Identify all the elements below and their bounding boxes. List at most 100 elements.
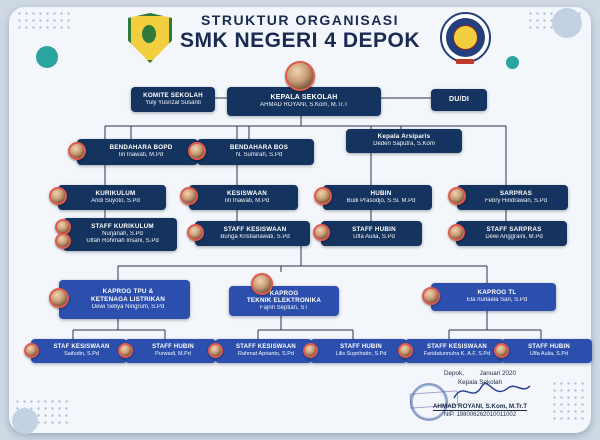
node-name: Nurjanah, S.Pd <box>102 231 143 238</box>
school-logo-ribbon <box>456 59 474 64</box>
node-title: STAFF HUBIN <box>340 343 382 350</box>
photo-kurikulum <box>49 187 67 205</box>
photo-sarpras <box>448 187 466 205</box>
west-java-logo-core <box>142 25 156 43</box>
node-title: DU/DI <box>448 95 470 103</box>
photo-kepala-sekolah <box>285 61 315 91</box>
node-name: Bunga Kristianawati, S.Pd <box>220 233 290 240</box>
node-title: Kepala Arsiparis <box>377 133 431 141</box>
org-node-kepala-arsiparis: Kepala Arsiparis Deden Saputra, S.Kom <box>346 129 462 153</box>
node-name: Saifudin, S.Pd <box>64 351 99 358</box>
node-name: Iin Inawati, M.Pd <box>224 197 270 204</box>
org-node-staff-hubin-elektronika: STAFF HUBIN Lilis Suprihatin, S.Pd <box>303 339 407 363</box>
signature-place-date: Depok, Januari 2020 <box>443 370 517 377</box>
photo-kaprog-elektronika <box>251 273 273 295</box>
photo-staff-hubin-tpu <box>118 343 133 358</box>
photo-staff-sarpras <box>448 224 465 241</box>
node-title: BENDAHARA BOPD <box>109 144 173 152</box>
org-node-staff-kesiswaan-tpu: STAF KESISWAAN Saifudin, S.Pd <box>24 339 127 363</box>
signature-name: AHMAD ROYANI, S.Kom, M.Tr.T <box>432 403 528 411</box>
header: STRUKTUR ORGANISASI SMK NEGERI 4 DEPOK <box>0 12 600 53</box>
node-name: AHMAD ROYANI, S.Kom, M.Tr.T <box>260 102 348 109</box>
node-name: Purwadi, M.Pd <box>155 351 191 358</box>
node-title: HUBIN <box>370 189 392 197</box>
node-title: STAFF KESISWAAN <box>427 343 487 350</box>
photo-bendahara-bopd <box>68 142 86 160</box>
node-title: BENDAHARA BOS <box>229 144 289 152</box>
org-node-kepala-sekolah: KEPALA SEKOLAH AHMAD ROYANI, S.Kom, M.Tr… <box>227 61 381 116</box>
org-node-dudi: DU/DI <box>431 89 487 111</box>
node-name: Dewi Anggraini, M.Pd <box>485 233 543 240</box>
teal-circle-left <box>36 46 58 68</box>
photo-staff-kurikulum-2 <box>55 233 71 249</box>
signature-scribble <box>453 383 531 399</box>
org-node-kurikulum: KURIKULUM Andi Suyoto, S.Pd <box>49 185 166 210</box>
node-name: Budi Prasodjo, S.Si. M.Pd <box>346 197 416 204</box>
node-title: STAFF HUBIN <box>528 343 570 350</box>
photo-staff-kesiswaan-tl <box>398 343 413 358</box>
node-name: Iin Inawati, M.Pd <box>118 152 164 159</box>
page-title-main: SMK NEGERI 4 DEPOK <box>179 29 421 52</box>
photo-staff-kesiswaan <box>187 224 204 241</box>
node-title: KESISWAAN <box>227 189 267 197</box>
signature-block: Depok, Januari 2020 Kepala Sekolah AHMAD… <box>409 370 550 426</box>
node-title: STAF KESISWAAN <box>53 343 110 350</box>
node-title: STAFF SARPRAS <box>486 225 542 233</box>
dots-top-left <box>16 10 74 32</box>
node-name: N. Sumirah, S.Pd <box>235 152 283 159</box>
soft-circle-top-right <box>552 8 582 38</box>
org-node-bendahara-bopd: BENDAHARA BOPD Iin Inawati, M.Pd <box>68 139 198 165</box>
org-node-staff-hubin: STAFF HUBIN Ulfa Aulia, S.Pd <box>313 221 422 246</box>
org-node-staff-kurikulum: STAFF KURIKULUM Nurjanah, S.Pd Ulfah Roh… <box>55 218 177 251</box>
node-name: Deden Saputra, S.Kom <box>373 141 435 148</box>
node-name: Ulfa Aulia, S.Pd <box>353 233 395 240</box>
node-name: Febry Hindrawan, S.Pd <box>484 197 548 204</box>
node-name: Rahmat Aprianto, S.Pd <box>238 351 294 358</box>
photo-hubin <box>314 187 332 205</box>
node-title: KAPROG TL <box>477 289 517 297</box>
signature-role: Kepala Sekolah <box>457 379 503 386</box>
node-name: Andi Suyoto, S.Pd <box>91 197 140 204</box>
node-title-2: KETENAGA LISTRIKAN <box>90 295 166 303</box>
dots-bottom-right <box>551 380 587 424</box>
org-node-bendahara-bos: BENDAHARA BOS N. Sumirah, S.Pd <box>188 139 314 165</box>
node-name: Lilis Suprihatin, S.Pd <box>335 351 387 358</box>
soft-circle-bottom-left <box>12 408 38 434</box>
photo-bendahara-bos <box>188 142 206 160</box>
teal-circle-right <box>506 56 519 69</box>
node-title: KAPROG TPU & <box>102 288 154 296</box>
node-title: KAPROG <box>269 289 299 297</box>
node-title: STAFF HUBIN <box>352 225 396 233</box>
org-node-hubin: HUBIN Budi Prasodjo, S.Si. M.Pd <box>314 185 432 210</box>
node-title: STAFF KURIKULUM <box>91 223 154 231</box>
photo-staff-hubin-elektronika <box>303 343 318 358</box>
node-name: Faridatunnuha K. A.F, S.Pd <box>423 351 491 358</box>
org-node-staff-sarpras: STAFF SARPRAS Dewi Anggraini, M.Pd <box>448 221 567 246</box>
photo-kaprog-tl <box>422 287 440 305</box>
org-node-kesiswaan: KESISWAAN Iin Inawati, M.Pd <box>180 185 298 210</box>
node-name: Yuly Yusrizal Susanti <box>145 99 201 106</box>
photo-staff-kesiswaan-tpu <box>24 343 39 358</box>
node-name: Fajrin Septian, ST <box>259 305 309 312</box>
org-node-kaprog-tl: KAPROG TL Ela nurlaela Sari, S.Pd <box>422 283 556 311</box>
org-node-kaprog-elektronika: KAPROG TEKNIK ELEKTRONIKA Fajrin Septian… <box>229 273 339 316</box>
node-title: SARPRAS <box>499 189 533 197</box>
node-title: KURIKULUM <box>95 189 136 197</box>
photo-staff-hubin-tl <box>494 343 509 358</box>
school-logo <box>440 12 491 64</box>
node-title: STAFF KESISWAAN <box>223 225 287 233</box>
org-node-sarpras: SARPRAS Febry Hindrawan, S.Pd <box>448 185 568 210</box>
photo-staff-hubin <box>313 224 330 241</box>
node-title: KOMITE SEKOLAH <box>143 91 203 99</box>
node-title-2: TEKNIK ELEKTRONIKA <box>246 297 322 305</box>
org-node-kaprog-listrik: KAPROG TPU & KETENAGA LISTRIKAN Dewi Set… <box>49 280 190 319</box>
stamp-circle <box>410 383 448 421</box>
node-title: KEPALA SEKOLAH <box>270 93 338 101</box>
node-name: Ulfa Aulia, S.Pd <box>529 351 569 358</box>
org-node-staff-kesiswaan: STAFF KESISWAAN Bunga Kristianawati, S.P… <box>187 221 310 246</box>
org-node-staff-kesiswaan-tl: STAFF KESISWAAN Faridatunnuha K. A.F, S.… <box>398 339 504 363</box>
school-logo-core <box>453 25 478 50</box>
node-name-2: Ulfah Rohmah Insani, S.Pd <box>86 238 159 245</box>
signature-nip: NIP. 198006262010011002 <box>443 412 517 418</box>
